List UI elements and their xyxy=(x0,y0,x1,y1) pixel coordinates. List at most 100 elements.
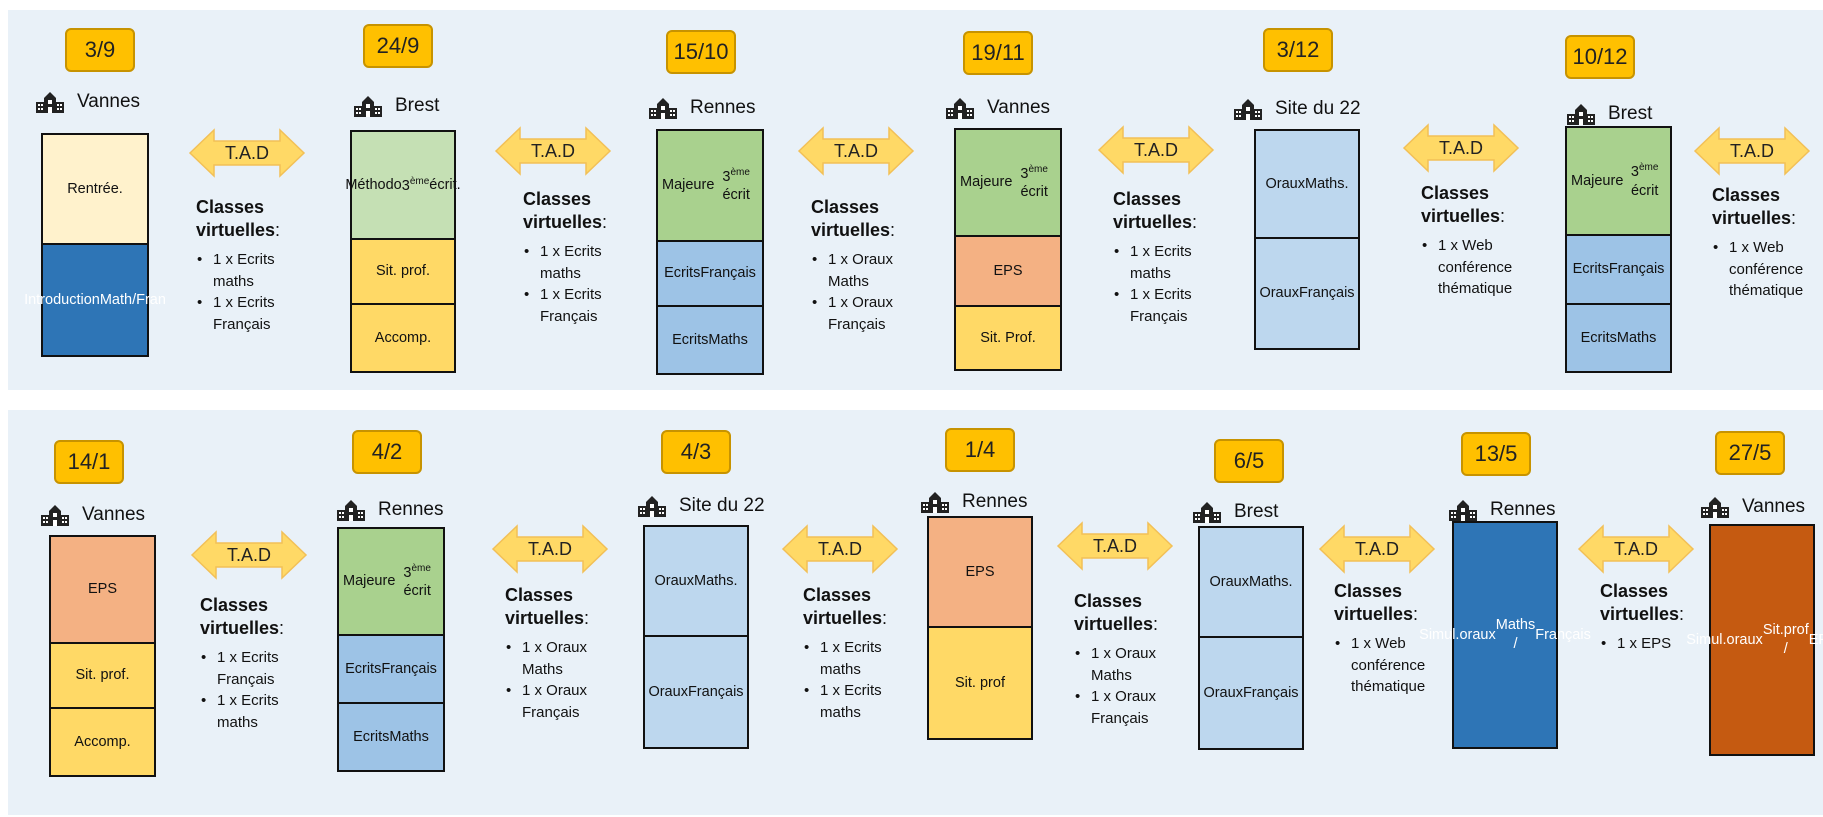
session-cell: Rentrée. xyxy=(43,135,147,245)
cell-line: Maths. xyxy=(1248,573,1293,590)
site-location: Site du 22 xyxy=(637,494,765,518)
virtual-classes: Classes virtuelles:1 x EPS xyxy=(1600,580,1720,655)
cell-line: Oraux xyxy=(1209,573,1249,590)
site-name: Brest xyxy=(1608,103,1653,124)
cell-line: oraux xyxy=(1459,626,1496,643)
cell-line: Français xyxy=(700,265,756,282)
site-name: Brest xyxy=(1234,501,1279,522)
virtual-classes-title: Classes virtuelles: xyxy=(1712,185,1797,229)
cell-line: Oraux xyxy=(654,572,694,589)
session-cell: Accomp. xyxy=(51,709,154,775)
double-arrow-icon xyxy=(1577,524,1695,574)
site-name: Rennes xyxy=(1490,499,1556,520)
cell-line: Ecrits xyxy=(1580,329,1617,346)
double-arrow-icon xyxy=(1693,126,1811,176)
date-badge: 4/2 xyxy=(352,430,422,474)
tad-label: T.A.D xyxy=(1613,538,1658,559)
date-badge: 24/9 xyxy=(363,24,433,68)
virtual-classes: Classes virtuelles: 1 x Web conférence th… xyxy=(1421,182,1541,300)
virtual-classes: Classes virtuelles:1 x Ecrits maths1 x E… xyxy=(803,584,923,724)
site-location: Rennes xyxy=(336,498,444,522)
double-arrow-icon xyxy=(781,524,899,574)
cell-line: Maths xyxy=(389,728,429,745)
cell-line: Oraux xyxy=(1265,175,1305,192)
cell-line: Majeure xyxy=(662,177,715,194)
virtual-classes: Classes virtuelles:1 x Ecrits maths1 x E… xyxy=(1113,188,1233,328)
colon: : xyxy=(1413,604,1419,625)
superscript: ème xyxy=(730,166,750,178)
school-building-icon xyxy=(1567,104,1595,125)
date-badge: 15/10 xyxy=(666,30,736,74)
double-arrow-icon xyxy=(188,128,306,178)
school-building-icon xyxy=(1234,99,1262,120)
cell-line: Majeure xyxy=(1571,172,1624,189)
list-item: 1 x Web conférence thématique xyxy=(1422,235,1541,300)
double-arrow-icon xyxy=(491,524,609,574)
tad-label: T.A.D xyxy=(1438,137,1483,158)
cell-line: Ecrits xyxy=(345,660,382,677)
cell-line: Ecrits xyxy=(353,728,390,745)
list-item: 1 x Web conférence thématique xyxy=(1713,237,1823,302)
cell-line: Français xyxy=(381,660,437,677)
site-location: Rennes xyxy=(1448,498,1556,522)
school-building-icon xyxy=(337,500,365,521)
double-arrow-icon xyxy=(494,126,612,176)
cell-line: Majeure xyxy=(960,174,1013,191)
cell-line: 3ème écrit xyxy=(1020,163,1048,201)
date-badge: 10/12 xyxy=(1565,35,1635,79)
site-location: Rennes xyxy=(920,490,1028,514)
tad-label: T.A.D xyxy=(1729,140,1774,161)
virtual-classes-list: 1 x Web conférence thématique xyxy=(1421,235,1541,300)
session-cell: Majeure 3ème écrit xyxy=(956,130,1060,237)
cell-line: oraux xyxy=(1726,631,1763,648)
colon: : xyxy=(890,220,896,241)
date-badge: 4/3 xyxy=(661,430,731,474)
cell-line: Accomp. xyxy=(374,329,432,346)
virtual-classes-title: Classes virtuelles: xyxy=(1421,183,1506,227)
tad-arrow: T.A.D xyxy=(494,126,612,176)
tad-label: T.A.D xyxy=(1092,535,1137,556)
colon: : xyxy=(1679,604,1685,625)
school-building-icon xyxy=(946,98,974,119)
virtual-classes-title: Classes virtuelles: xyxy=(200,595,285,639)
cell-line: Accomp. xyxy=(74,733,131,750)
cell-line: Maths xyxy=(1616,329,1657,346)
date-badge: 6/5 xyxy=(1214,439,1284,483)
site-location: Vannes xyxy=(1700,495,1805,519)
cell-line: Ecrits xyxy=(1572,261,1609,278)
cell-line: EPS xyxy=(1808,631,1823,648)
site-location: Brest xyxy=(353,94,439,118)
cell-line: Majeure xyxy=(343,573,396,590)
cell-line: Math/Fra xyxy=(99,291,158,308)
site-location: Brest xyxy=(1192,500,1278,524)
list-item: 1 x Ecrits maths xyxy=(804,680,923,724)
superscript: ème xyxy=(1028,163,1048,175)
list-item: 1 x Oraux Maths xyxy=(506,637,625,681)
session-cell: Sit. prof. xyxy=(51,644,154,709)
tad-arrow: T.A.D xyxy=(781,524,899,574)
virtual-classes-title: Classes virtuelles: xyxy=(1600,581,1685,625)
tad-arrow: T.A.D xyxy=(1097,125,1215,175)
cell-line: Français xyxy=(1608,261,1665,278)
colon: : xyxy=(584,608,590,629)
date-badge: 3/9 xyxy=(65,28,135,72)
cell-line: écrit. xyxy=(429,176,461,193)
tad-arrow: T.A.D xyxy=(1402,123,1520,173)
virtual-classes-title: Classes virtuelles: xyxy=(196,197,281,241)
tad-arrow: T.A.D xyxy=(188,128,306,178)
school-building-icon xyxy=(1701,497,1729,518)
virtual-classes-title: Classes virtuelles: xyxy=(505,585,590,629)
